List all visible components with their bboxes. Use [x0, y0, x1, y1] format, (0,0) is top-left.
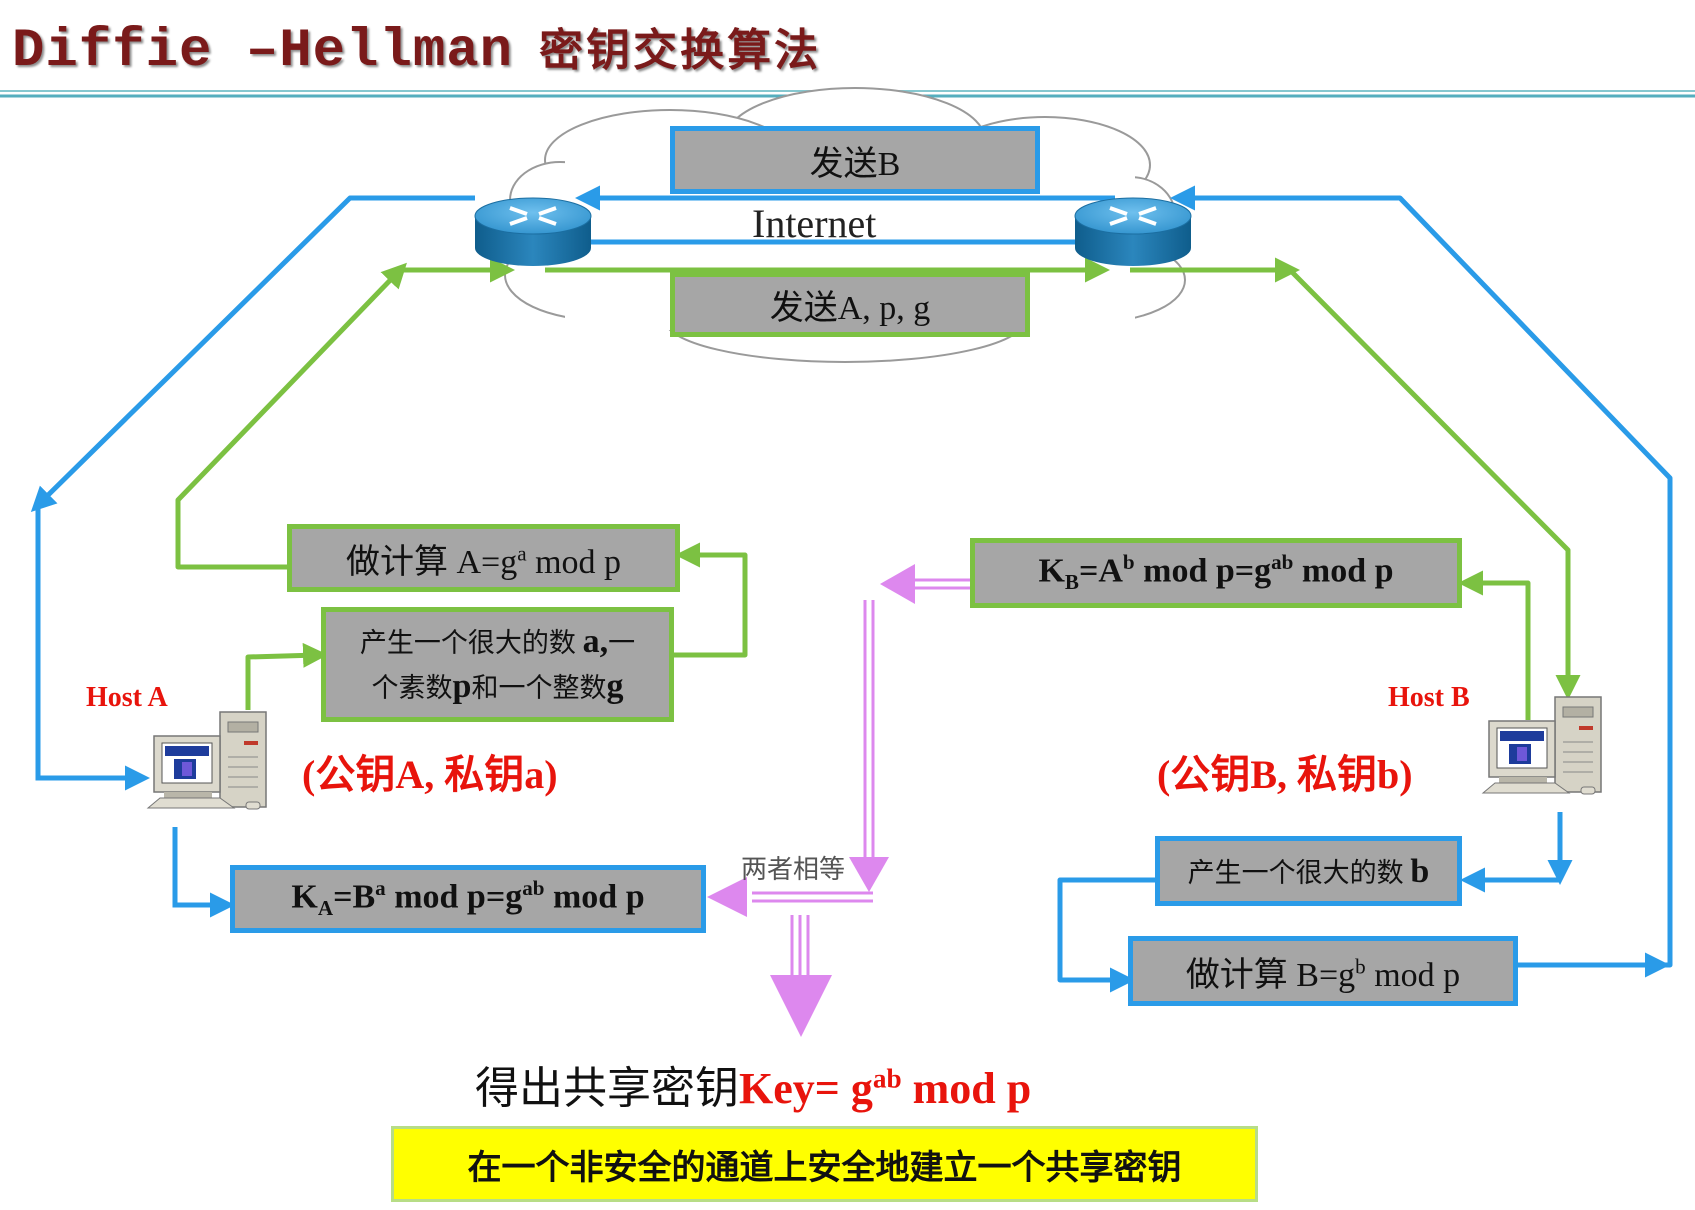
generate-to-compute-arrow — [672, 542, 748, 658]
generate-b-to-compute-b-arrow — [1057, 877, 1160, 993]
flow-b-to-a-down — [35, 505, 150, 791]
generate-b-text: 产生一个很大的数 b — [1187, 853, 1430, 890]
send-apg-label: 发送A, p, g — [769, 290, 931, 327]
violet-arrowhead-left-bottom — [707, 877, 747, 917]
key-a-box: KA=Ba mod p=gab mod p — [230, 865, 706, 933]
equal-label: 两者相等 — [741, 855, 846, 885]
send-b-box: 发送B — [670, 126, 1040, 194]
compute-a-box: 做计算 A=ga mod p — [287, 524, 680, 592]
title-latin: Diffie –Hellman — [12, 21, 514, 82]
result-line: 得出共享密钥Key= gab mod p — [475, 1052, 1031, 1116]
violet-arrowhead-left-top — [880, 564, 915, 604]
computer-icon — [146, 711, 267, 810]
generate-b-box: 产生一个很大的数 b — [1155, 836, 1462, 906]
flow-b-to-a-left — [30, 195, 475, 513]
violet-arrowhead-down-big — [770, 975, 832, 1037]
computer-icon — [1481, 696, 1602, 795]
host-b-to-key-arrow — [1458, 570, 1531, 720]
footer-banner: 在一个非安全的通道上安全地建立一个共享密钥 — [391, 1126, 1258, 1202]
host-b-label: Host B — [1388, 682, 1470, 713]
generate-a-line-1: 产生一个很大的数 a,一 — [359, 622, 636, 660]
title-chinese: 密钥交换算法 — [539, 25, 822, 76]
host-a-keys: (公钥A, 私钥a) — [302, 752, 558, 797]
router-icon — [474, 197, 592, 266]
page-title: Diffie –Hellman 密钥交换算法 — [12, 14, 821, 82]
flow-a-to-b-left — [175, 262, 407, 570]
key-a-text: KA=Ba mod p=gab mod p — [291, 876, 645, 921]
generate-a-box: 产生一个很大的数 a,一 个素数p和一个整数g — [321, 607, 674, 722]
result-formula: Key= gab mod p — [739, 1063, 1032, 1113]
generate-a-line-2: 个素数p和一个整数g — [371, 667, 624, 705]
result-prefix: 得出共享密钥 — [475, 1064, 739, 1113]
violet-arrowhead-down-mid — [849, 857, 889, 892]
compute-b-box: 做计算 B=gb mod p — [1128, 936, 1518, 1006]
compute-b-text: 做计算 B=gb mod p — [1185, 954, 1461, 994]
compute-a-text: 做计算 A=ga mod p — [345, 541, 622, 581]
flow-a-to-b-right — [1288, 268, 1581, 700]
send-apg-box: 发送A, p, g — [670, 272, 1030, 337]
footer-text: 在一个非安全的通道上安全地建立一个共享密钥 — [467, 1147, 1182, 1188]
equality-arrow — [752, 578, 970, 980]
host-a-label: Host A — [86, 682, 168, 713]
host-a-to-key-arrow — [172, 827, 235, 918]
key-b-text: KB=Ab mod p=gab mod p — [1038, 550, 1394, 595]
host-a-to-generate-arrow — [245, 642, 328, 710]
send-b-label: 发送B — [809, 145, 901, 183]
host-b-keys: (公钥B, 私钥b) — [1157, 752, 1413, 797]
router-icon — [1074, 197, 1192, 266]
key-b-box: KB=Ab mod p=gab mod p — [970, 538, 1462, 608]
internet-label: Internet — [752, 201, 877, 246]
